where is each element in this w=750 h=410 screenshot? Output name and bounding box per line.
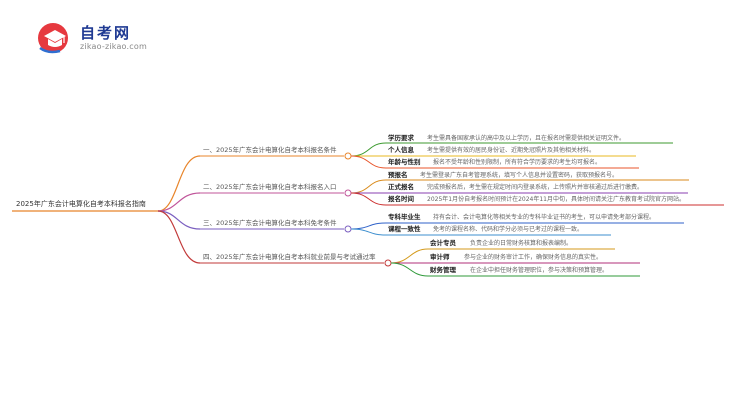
leaf-key[interactable]: 学历要求 xyxy=(388,134,414,142)
root-node[interactable]: 2025年广东会计电算化自考本科报名指南 xyxy=(16,200,146,208)
branch2-toggle xyxy=(344,189,352,197)
branch-node-entrance[interactable]: 二、2025年广东会计电算化自考本科报名入口 xyxy=(203,183,337,191)
leaf-key[interactable]: 年龄与性别 xyxy=(388,158,421,166)
leaf-key[interactable]: 报名时间 xyxy=(388,195,414,203)
leaf-text: 2025年1月份自考报名时间预计在2024年11月中旬，具体时间请关注广东教育考… xyxy=(427,196,685,203)
branch1-toggle xyxy=(344,152,352,160)
leaf-text: 参与企业的财务审计工作，确保财务信息的真实性。 xyxy=(464,254,603,261)
link-b3-item1 xyxy=(350,222,387,230)
leaf-text: 考生需登录广东自考管理系统，填写个人信息并设置密码，获取预报名号。 xyxy=(420,172,619,179)
link-b1-item3 xyxy=(350,155,387,169)
logo-subtitle: zikao-zikao.com xyxy=(80,42,147,51)
leaf-key[interactable]: 财务管理 xyxy=(430,266,456,274)
leaf-key[interactable]: 课程一致性 xyxy=(388,225,421,233)
leaf-text: 免考的课程名称、代码和学分必须与已考过的课程一致。 xyxy=(433,226,584,233)
link-b2-item1 xyxy=(350,179,387,194)
link-b2-item3 xyxy=(350,192,387,206)
branch4-toggle xyxy=(384,259,392,267)
leaf-key[interactable]: 个人信息 xyxy=(388,146,414,154)
leaf-key[interactable]: 预报名 xyxy=(388,171,408,179)
link-root-branch4 xyxy=(157,210,201,264)
leaf-key[interactable]: 审计师 xyxy=(430,253,450,261)
link-b4-item3 xyxy=(390,262,429,277)
link-b1-item1 xyxy=(350,142,387,157)
branch3-toggle xyxy=(344,225,352,233)
site-logo[interactable]: 自考网 zikao-zikao.com xyxy=(36,20,176,60)
link-root-branch1 xyxy=(157,155,201,212)
leaf-text: 负责企业的日常财务核算和报表编制。 xyxy=(470,240,573,247)
link-root-branch2 xyxy=(157,192,201,212)
link-b4-item1 xyxy=(390,248,429,264)
leaf-key[interactable]: 正式报名 xyxy=(388,183,414,191)
leaf-text: 持有会计、会计电算化等相关专业的专科毕业证书的考生，可以申请免考部分课程。 xyxy=(433,214,656,221)
leaf-text: 考生需提供有效的居民身份证、近期免冠照片及其他相关材料。 xyxy=(427,147,596,154)
leaf-text: 考生需具备国家承认的高中及以上学历，且在报名时需提供相关证明文件。 xyxy=(427,135,626,142)
leaf-text: 报名不受年龄和性别限制，所有符合学历要求的考生均可报名。 xyxy=(433,159,602,166)
leaf-key[interactable]: 专科毕业生 xyxy=(388,213,421,221)
branch-node-exemption[interactable]: 三、2025年广东会计电算化自考本科免考条件 xyxy=(203,219,337,227)
graduation-cap-logo-icon xyxy=(38,23,68,54)
branch-node-conditions[interactable]: 一、2025年广东会计电算化自考本科报名条件 xyxy=(203,146,337,154)
logo-title: 自考网 xyxy=(80,24,132,42)
leaf-text: 完成预报名后，考生需在规定时间内登录系统，上传照片并审核通过后进行缴费。 xyxy=(427,184,644,191)
leaf-key[interactable]: 会计专员 xyxy=(430,239,456,247)
leaf-text: 在企业中担任财务管理职位，参与决策和预算管理。 xyxy=(470,267,609,274)
branch-node-employment[interactable]: 四、2025年广东会计电算化自考本科就业前景与考试通过率 xyxy=(203,253,376,261)
link-b3-item2 xyxy=(350,228,387,236)
